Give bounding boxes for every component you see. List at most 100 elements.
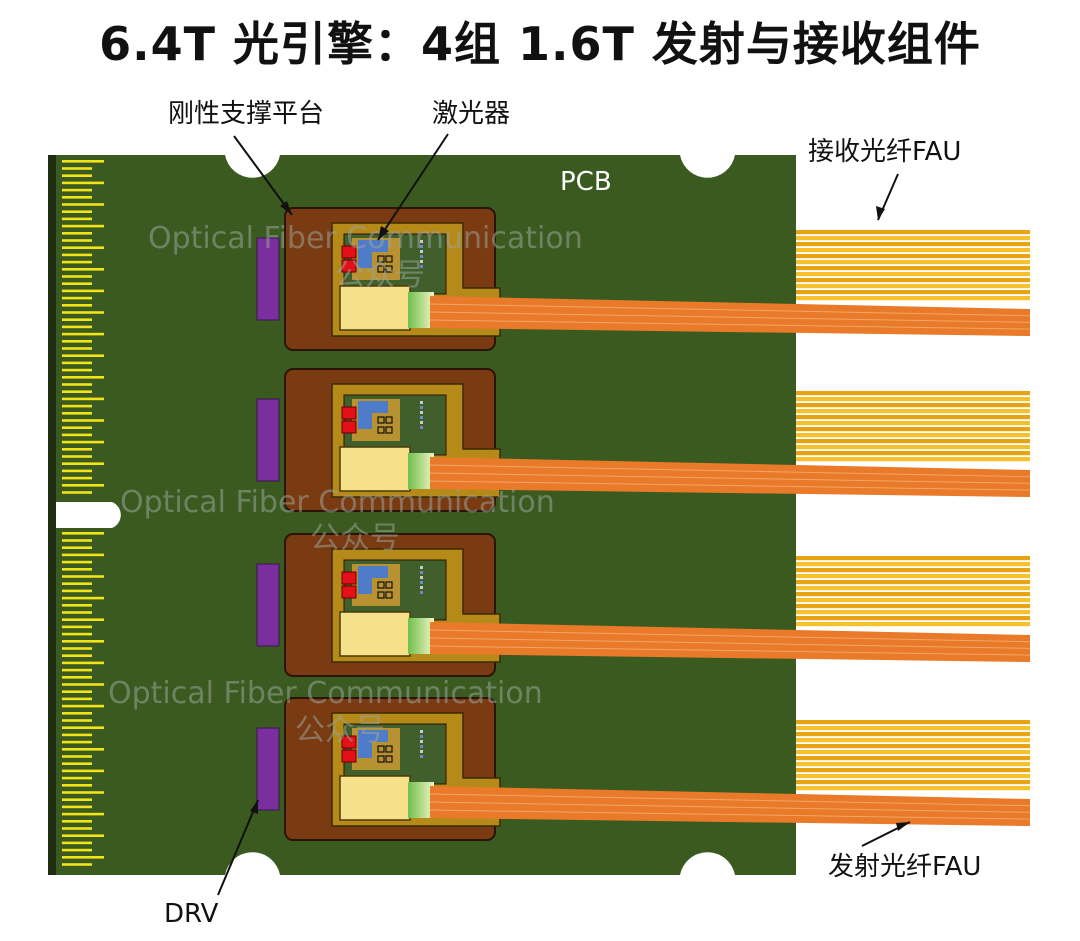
edge-contact: [62, 683, 104, 686]
edge-contact: [62, 647, 92, 650]
edge-contact: [62, 196, 92, 199]
edge-contact: [62, 491, 92, 494]
fiber-transition: [408, 618, 434, 654]
arrowhead-laser: [378, 226, 389, 240]
laser-blue-chip: [358, 401, 388, 429]
edge-contact: [62, 791, 104, 794]
edge-contact: [62, 340, 92, 343]
fiber-transition: [408, 453, 434, 489]
watermark-subtext-1: 公众号: [335, 258, 425, 293]
edge-contact: [62, 174, 92, 177]
tx-fiber-line: [429, 809, 1031, 820]
laser-pad-cell: [377, 591, 385, 599]
pd-dot: [420, 260, 423, 263]
rx-fiber-strand: [796, 248, 1030, 253]
edge-contact: [62, 188, 92, 192]
pd-dot: [420, 591, 423, 594]
pd-dot: [420, 265, 423, 268]
edge-contact: [62, 268, 104, 271]
drv-chip: [256, 237, 280, 321]
edge-contact: [62, 712, 92, 715]
rx-fiber-strand: [796, 750, 1030, 755]
rx-fiber-strand: [796, 774, 1030, 779]
pd-dot: [420, 406, 423, 409]
edge-contact: [62, 704, 104, 708]
laser-pad-cell: [377, 255, 385, 263]
edge-contact: [62, 604, 92, 607]
rx-fiber-strand: [796, 290, 1030, 295]
edge-contact: [62, 397, 104, 401]
rx-fiber-strand: [796, 744, 1030, 749]
edge-contact: [62, 769, 104, 773]
label-rx-fau-top: 接收光纤FAU: [808, 137, 961, 167]
edge-contact: [62, 618, 104, 621]
rx-fiber-strand: [796, 726, 1030, 731]
edge-contact: [62, 776, 92, 780]
laser-pad-cell: [377, 755, 385, 763]
rx-fiber-strand: [796, 786, 1030, 791]
arrow-drv: [217, 799, 259, 896]
edge-contact: [62, 632, 92, 636]
optical-module: [256, 533, 1031, 677]
rx-fiber-strand: [796, 756, 1030, 761]
edge-contact: [62, 661, 104, 665]
arrowhead-rx-fau-top: [876, 206, 885, 220]
edge-contact: [62, 232, 92, 235]
edge-contact: [62, 160, 104, 163]
drv-chip: [256, 563, 280, 647]
rx-fiber-strand: [796, 427, 1030, 432]
edge-contact: [62, 282, 92, 285]
edge-contact: [62, 827, 92, 830]
edge-contact: [62, 433, 92, 437]
pd-dot: [420, 240, 423, 243]
optical-module: [256, 697, 1031, 841]
tx-fiber-line: [429, 801, 1031, 813]
edge-contact: [62, 448, 92, 451]
edge-contact: [62, 690, 92, 693]
edge-contact: [62, 368, 92, 372]
tx-fiber-line: [429, 319, 1031, 330]
rx-fiber-strand: [796, 604, 1030, 609]
edge-contact: [62, 383, 92, 386]
arrow-rigid-platform: [233, 135, 293, 216]
rx-fiber-bundle: [796, 391, 1030, 462]
edge-contact: [62, 484, 104, 487]
rx-fiber-strand: [796, 230, 1030, 235]
pd-dot: [420, 586, 423, 589]
pd-dot: [420, 426, 423, 429]
edge-contact: [62, 784, 92, 787]
edge-contact: [62, 412, 92, 415]
edge-contact: [62, 210, 92, 213]
edge-contact: [62, 361, 92, 365]
edge-contact: [62, 856, 104, 859]
tx-fiber-line: [429, 629, 1031, 643]
drv-chip: [256, 398, 280, 482]
edge-contact: [62, 546, 92, 549]
laser-pad-cell: [385, 745, 393, 753]
edge-contact: [62, 820, 92, 823]
edge-contacts: [62, 160, 104, 866]
rx-fiber-strand: [796, 592, 1030, 597]
arrowhead-tx-fau: [896, 822, 910, 831]
watermark-subtext-2: 公众号: [310, 521, 400, 556]
pd-dot: [420, 245, 423, 248]
edge-contact: [62, 539, 92, 542]
edge-contact: [62, 347, 92, 350]
rx-fiber-strand: [796, 397, 1030, 402]
edge-contact: [62, 476, 92, 480]
laser-blue-chip: [358, 240, 388, 268]
edge-contact: [62, 733, 92, 737]
edge-contact: [62, 426, 92, 429]
laser-red-chip: [341, 406, 357, 420]
tx-fiber-line: [429, 464, 1031, 478]
label-drv: DRV: [164, 899, 219, 929]
edge-contact: [62, 304, 92, 307]
rx-fiber-strand: [796, 266, 1030, 271]
edge-contact: [62, 246, 104, 249]
pd-dot: [420, 250, 423, 253]
rx-fiber-strand: [796, 260, 1030, 265]
edge-contact: [62, 798, 92, 801]
edge-contact: [62, 239, 92, 242]
edge-contact: [62, 575, 104, 578]
rx-fiber-strand: [796, 421, 1030, 426]
